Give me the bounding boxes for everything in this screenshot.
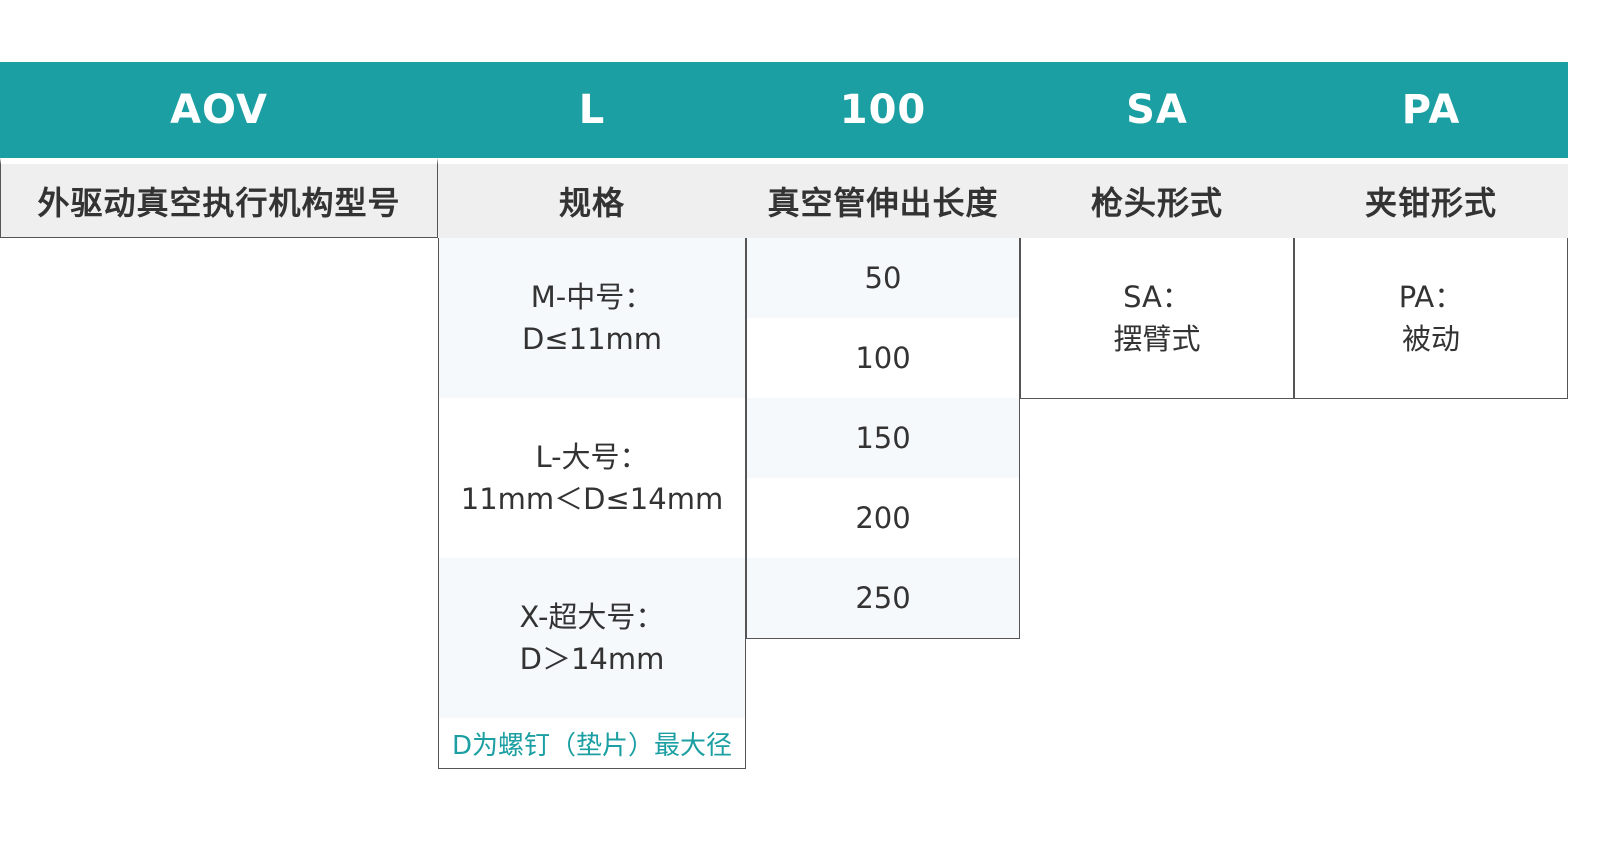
spec-item-m: M-中号： D≤11mm <box>439 238 745 398</box>
length-option: 50 <box>747 238 1019 318</box>
clamp-type: 被动 <box>1401 322 1460 356</box>
spec-item-x-label: X-超大号： <box>519 600 665 634</box>
column-clamp: PA 夹钳形式 PA： 被动 <box>1294 62 1568 399</box>
subheader-clamp-title: 夹钳形式 <box>1294 158 1568 238</box>
length-option: 200 <box>747 478 1019 558</box>
subheader-model-title: 外驱动真空执行机构型号 <box>0 158 438 238</box>
header-tip-code: SA <box>1020 62 1294 158</box>
header-length-code: 100 <box>746 62 1020 158</box>
spec-item-m-range: D≤11mm <box>521 322 663 356</box>
column-model: AOV 外驱动真空执行机构型号 <box>0 62 438 238</box>
tip-code: SA： <box>1123 280 1191 314</box>
tip-body: SA： 摆臂式 <box>1020 238 1294 399</box>
clamp-code: PA： <box>1398 280 1464 314</box>
column-spec: L 规格 M-中号： D≤11mm L-大号： 11mm＜D≤14mm X-超大… <box>438 62 746 769</box>
spec-item-x-range: D＞14mm <box>519 642 665 676</box>
spec-body: M-中号： D≤11mm L-大号： 11mm＜D≤14mm X-超大号： D＞… <box>438 238 746 769</box>
column-length: 100 真空管伸出长度 50 100 150 200 250 <box>746 62 1020 639</box>
spec-item-l-label: L-大号： <box>535 440 649 474</box>
subheader-length-title: 真空管伸出长度 <box>746 158 1020 238</box>
spec-note: D为螺钉（垫片）最大径 <box>439 718 745 768</box>
length-body: 50 100 150 200 250 <box>746 238 1020 639</box>
length-option: 150 <box>747 398 1019 478</box>
length-option: 100 <box>747 318 1019 398</box>
header-clamp-code: PA <box>1294 62 1568 158</box>
header-spec-code: L <box>438 62 746 158</box>
spec-item-l-range: 11mm＜D≤14mm <box>460 482 724 516</box>
header-model-code: AOV <box>0 62 438 158</box>
length-option: 250 <box>747 558 1019 638</box>
subheader-spec-title: 规格 <box>438 158 746 238</box>
spec-item-x: X-超大号： D＞14mm <box>439 558 745 718</box>
subheader-tip-title: 枪头形式 <box>1020 158 1294 238</box>
spec-item-m-label: M-中号： <box>530 280 654 314</box>
clamp-body: PA： 被动 <box>1294 238 1568 399</box>
column-tip: SA 枪头形式 SA： 摆臂式 <box>1020 62 1294 399</box>
spec-item-l: L-大号： 11mm＜D≤14mm <box>439 398 745 558</box>
tip-type: 摆臂式 <box>1113 322 1201 356</box>
